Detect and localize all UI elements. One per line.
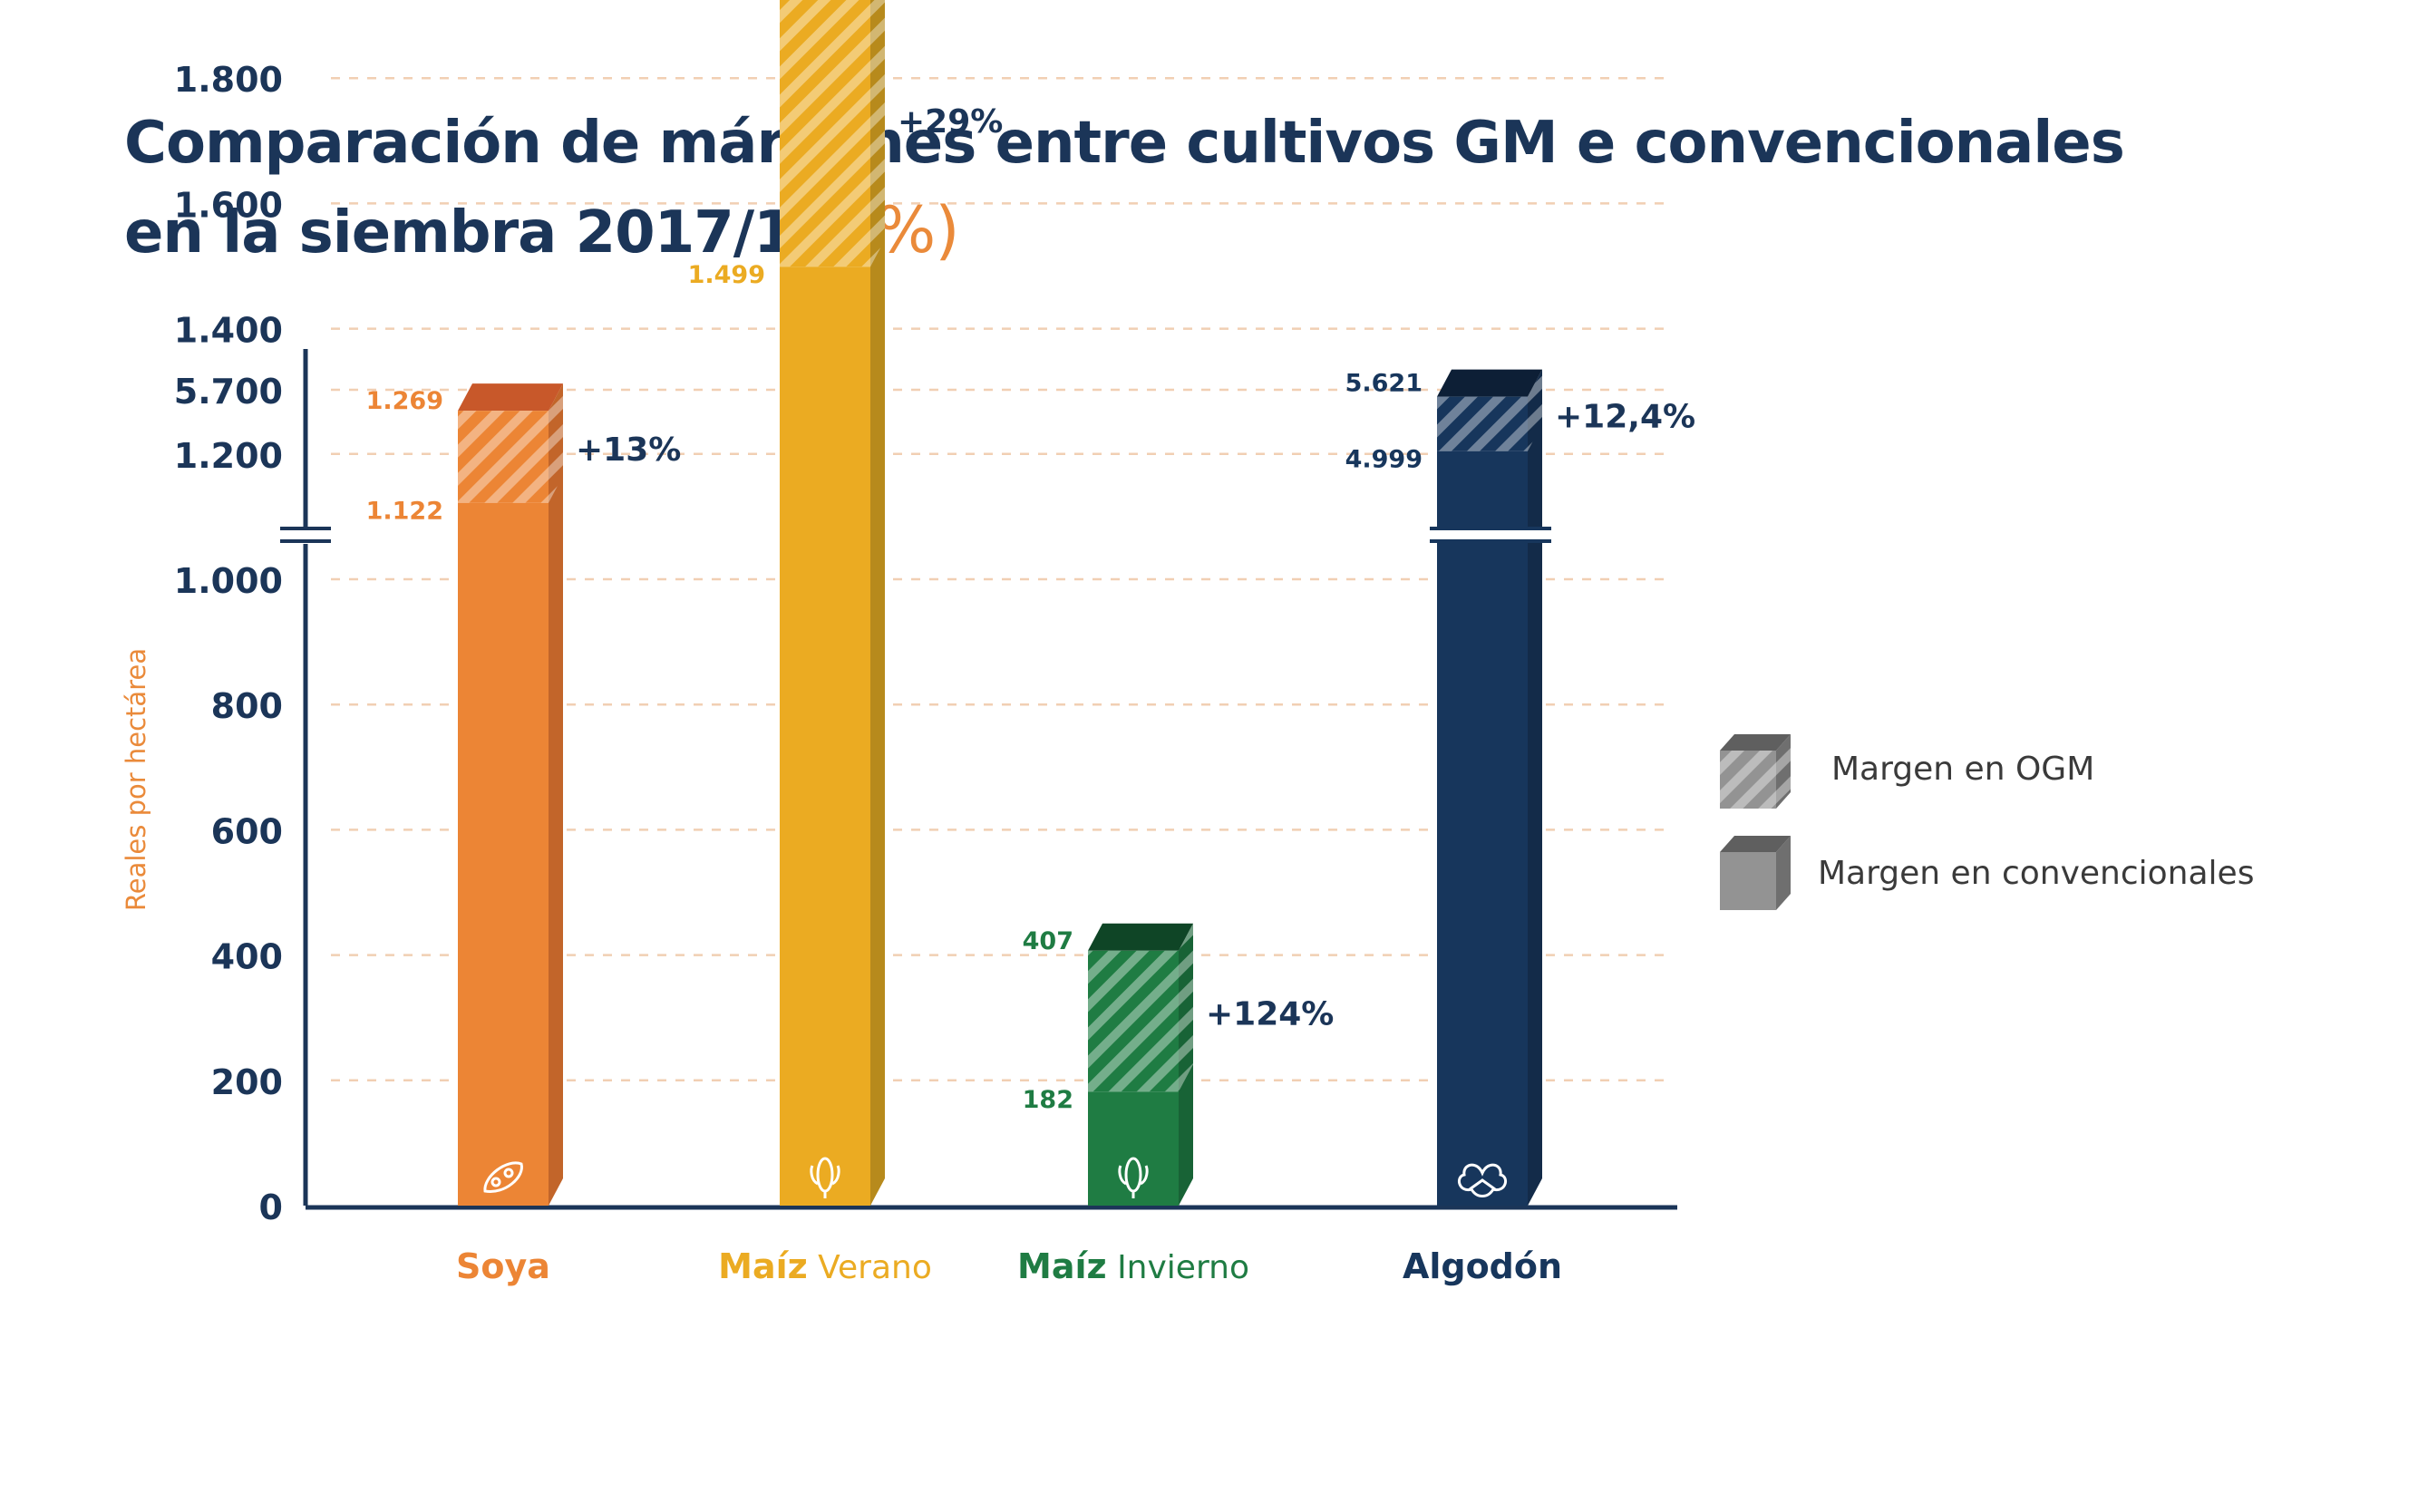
title-line-2: en la siembra 2017/18: [124, 199, 833, 267]
y-tick-label: 0: [259, 1187, 283, 1227]
corn-leaves: [1118, 1165, 1149, 1198]
y-tick-label: 1.600: [174, 185, 283, 225]
bar-conventional: [780, 267, 870, 1206]
bar-group: [458, 383, 563, 1207]
bar-gm-hatch: [458, 411, 549, 503]
bars: [458, 0, 1555, 1207]
bar-gm-hatch-side: [1179, 923, 1193, 1092]
bar-gm-hatch: [1088, 950, 1179, 1092]
corn-icon: [810, 1157, 840, 1198]
value-label-conventional: 182: [1023, 1086, 1073, 1114]
y-tick-label: 5.700: [174, 372, 283, 412]
legend-box-front: [1720, 852, 1776, 910]
value-label-conventional: 1.122: [366, 498, 443, 526]
category-label: Algodón: [1403, 1246, 1562, 1286]
bar-side: [1528, 369, 1542, 1206]
category-label: Soya: [456, 1246, 550, 1286]
cotton-icon: [1457, 1163, 1508, 1197]
legend-box-side: [1776, 836, 1791, 910]
legend: Margen en OGM Margen en convencionales: [1720, 734, 2254, 910]
bar-group: [1430, 369, 1555, 1207]
bar-conventional: [458, 502, 549, 1206]
y-tick-label: 600: [211, 811, 283, 851]
value-label-conventional: 4.999: [1345, 446, 1423, 474]
bar-gm-hatch: [780, 0, 870, 267]
legend-box-hatch: [1720, 751, 1776, 809]
legend-label-conventional: Margen en convencionales: [1818, 855, 2254, 892]
soy-pod-outline: [483, 1161, 523, 1193]
y-tick-label: 200: [211, 1062, 283, 1102]
value-label-gm: 5.621: [1345, 370, 1423, 398]
y-tick-label: 400: [211, 937, 283, 977]
bar-side: [870, 0, 885, 1206]
corn-icon: [1118, 1157, 1149, 1198]
title-line-1: Comparación de márgenes entre cultivos G…: [124, 110, 2125, 177]
soy-bean: [490, 1177, 501, 1187]
increase-label: +124%: [1206, 996, 1334, 1033]
soy-bean: [503, 1168, 514, 1178]
increase-label: +29%: [898, 103, 1003, 141]
category-label-bold: Soya: [456, 1246, 550, 1286]
category-label-light: Verano: [808, 1249, 932, 1286]
bar-top: [458, 383, 563, 412]
bar-top: [1437, 369, 1542, 397]
bar-break-gap: [1432, 528, 1555, 541]
y-tick-label: 1.800: [174, 60, 283, 100]
category-label-light: Invierno: [1107, 1249, 1249, 1286]
cotton-leaf: [1469, 1178, 1496, 1191]
bar-top: [1088, 923, 1193, 951]
data-labels: 1.2691.122+13%1.9391.499+29%407182+124%5…: [366, 103, 1695, 1114]
increase-label: +13%: [576, 431, 681, 469]
category-label-bold: Maíz: [718, 1246, 808, 1286]
bar-group: [1088, 923, 1193, 1206]
y-tick-label: 1.000: [174, 561, 283, 601]
value-label-gm: 1.269: [366, 387, 443, 415]
soy-pod-icon: [483, 1161, 523, 1193]
y-tick-label: 1.400: [174, 311, 283, 351]
y-tick-label: 800: [211, 686, 283, 726]
axes: 02004006008001.0001.2001.4001.6001.8002.…: [121, 60, 1677, 1227]
value-label-gm: 407: [1023, 927, 1073, 955]
y-axis-title: Reales por hectárea: [121, 648, 151, 911]
category-label-bold: Algodón: [1403, 1246, 1562, 1286]
category-label-bold: Maíz: [1017, 1246, 1107, 1286]
bar-side: [549, 383, 563, 1207]
chart-title: Comparación de márgenes entre cultivos G…: [124, 100, 2345, 276]
corn-leaves: [810, 1165, 840, 1198]
legend-swatch-gm: [1720, 734, 1791, 809]
bar-conventional: [1437, 451, 1528, 1207]
bar-gm-hatch-side: [1528, 369, 1542, 451]
legend-label-gm: Margen en OGM: [1831, 751, 2094, 788]
bar-conventional: [1088, 1091, 1179, 1206]
value-label-conventional: 1.499: [688, 261, 765, 289]
increase-label: +12,4%: [1555, 399, 1695, 436]
legend-box-top: [1720, 836, 1791, 852]
bar-group: [780, 0, 885, 1206]
category-label: Maíz Invierno: [1017, 1246, 1249, 1286]
y-tick-label: 1.200: [174, 436, 283, 476]
legend-swatch-conventional: [1720, 836, 1791, 910]
bar-gm-hatch-side: [870, 0, 885, 267]
category-label: Maíz Verano: [718, 1246, 932, 1286]
bar-gm-hatch: [1437, 396, 1528, 451]
legend-box-hatch-side: [1776, 734, 1791, 809]
bar-gm-hatch-side: [549, 383, 563, 503]
legend-box-top: [1720, 734, 1791, 751]
cotton-boll: [1457, 1163, 1508, 1197]
